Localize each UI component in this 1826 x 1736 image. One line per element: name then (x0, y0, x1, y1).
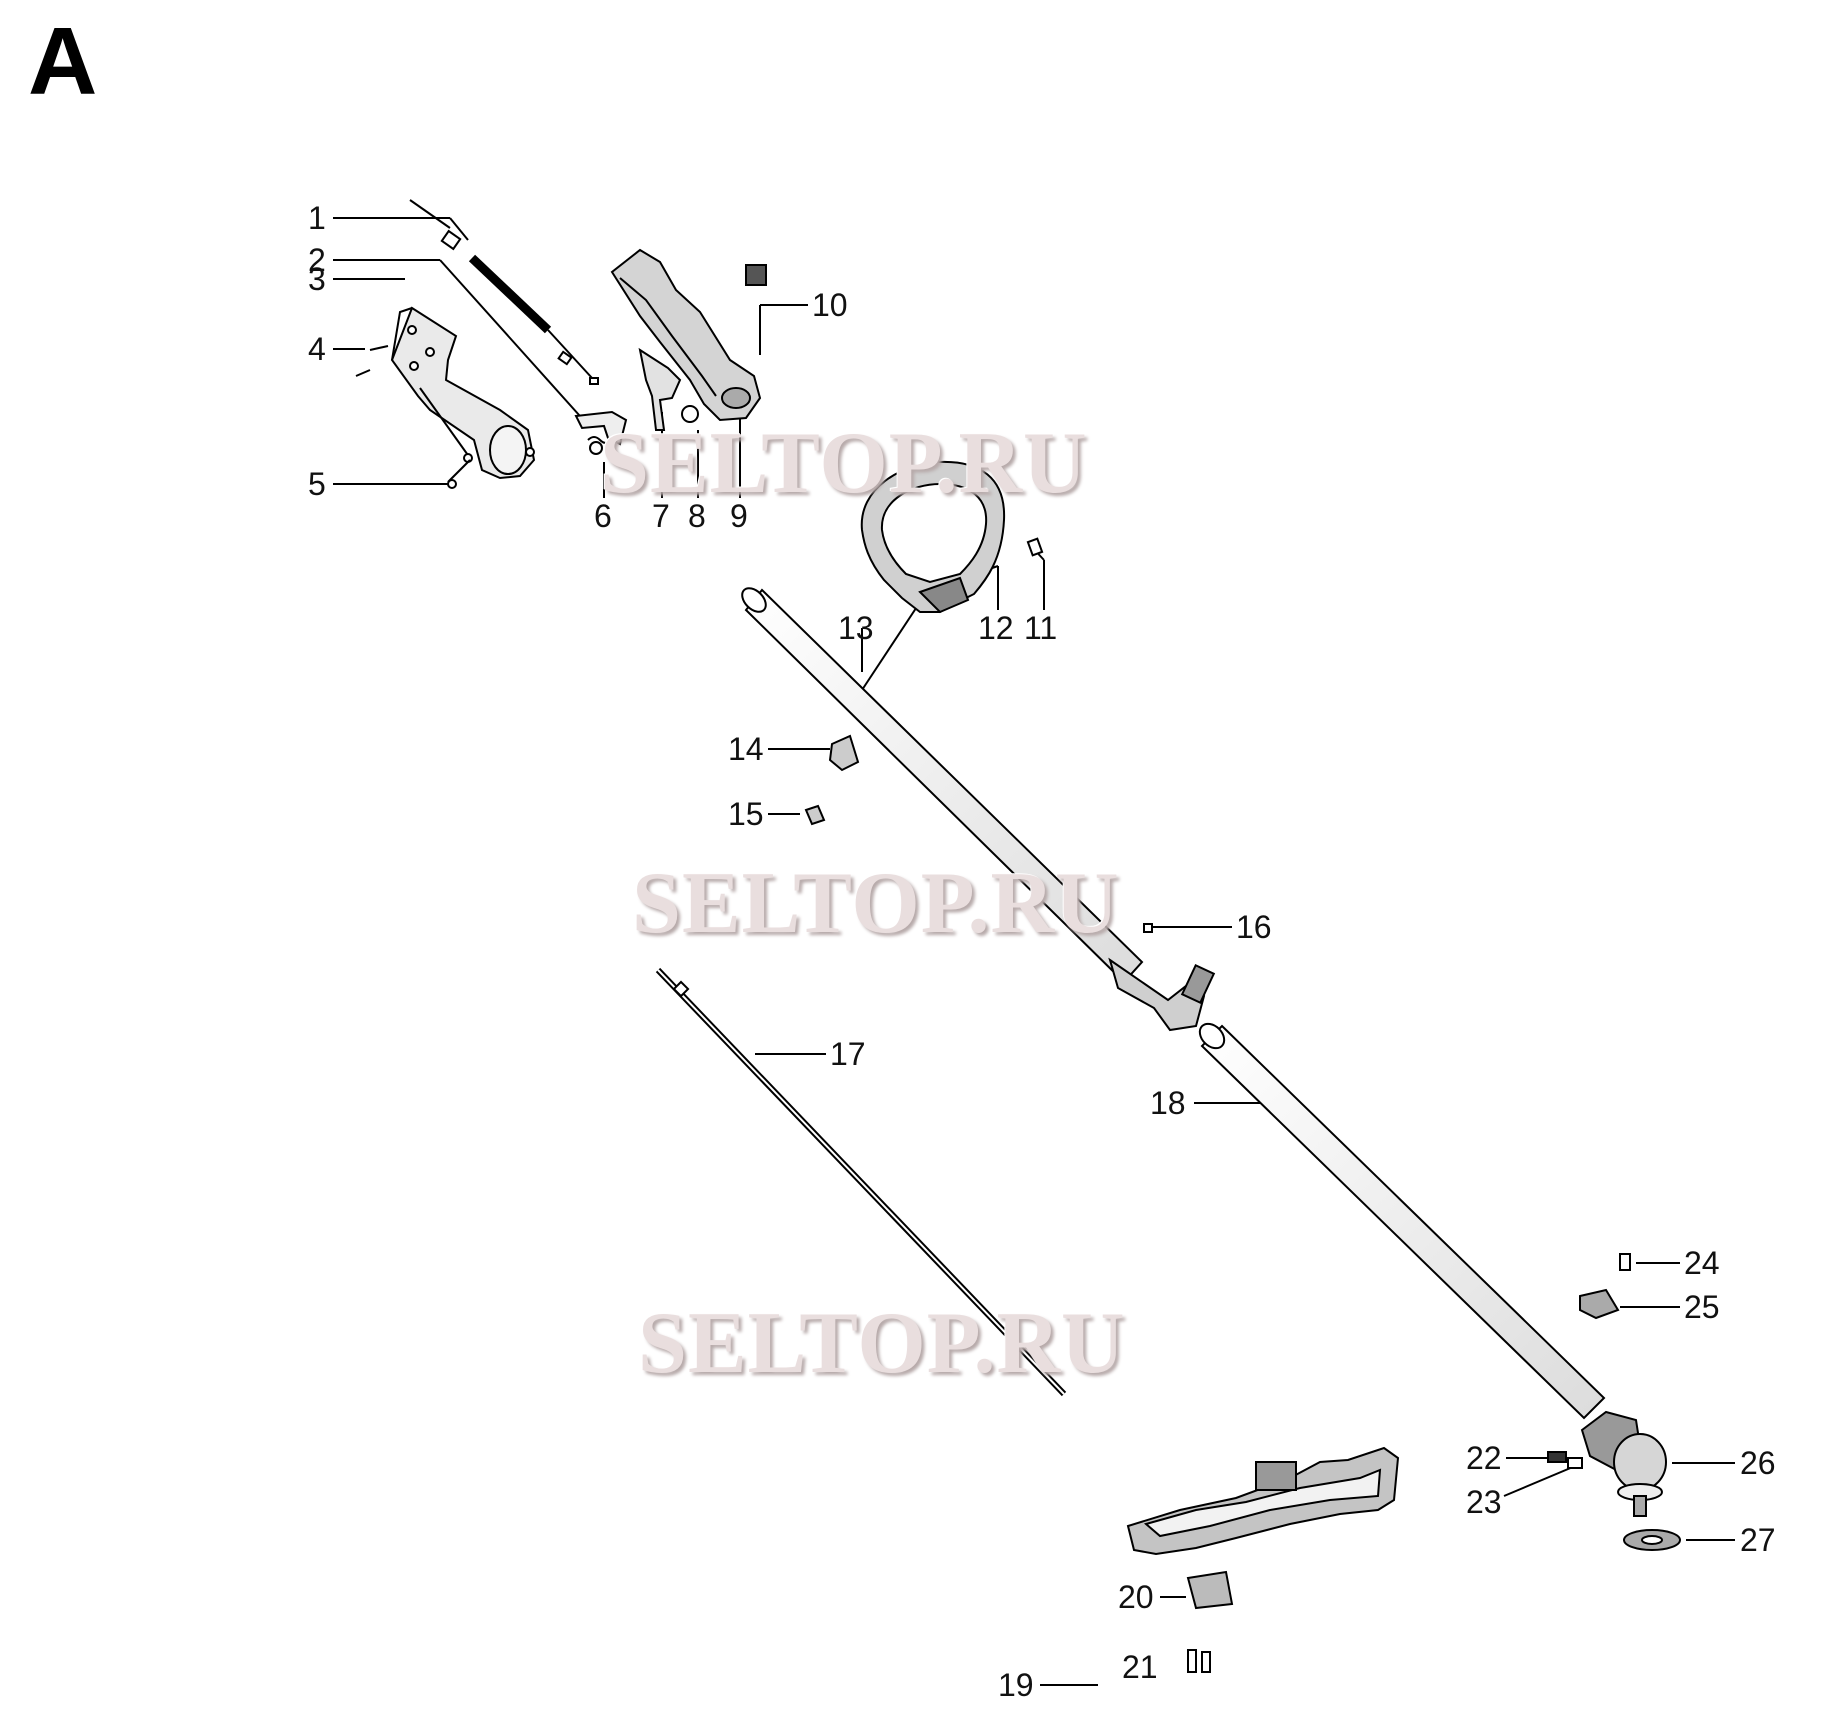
callout-23: 23 (1466, 1484, 1502, 1520)
callout-26: 26 (1740, 1445, 1776, 1481)
section-letter: A (28, 8, 98, 115)
callout-22: 22 (1466, 1440, 1502, 1476)
screw-11 (1026, 537, 1044, 557)
callout-21: 21 (1122, 1649, 1158, 1685)
callout-25: 25 (1684, 1289, 1720, 1325)
callout-6: 6 (594, 498, 612, 534)
callout-1: 1 (308, 200, 326, 236)
gear-head (1580, 1410, 1667, 1517)
washer (1623, 1529, 1681, 1551)
callout-5: 5 (308, 466, 326, 502)
throttle-trigger (574, 410, 628, 446)
callout-24: 24 (1684, 1245, 1720, 1281)
stop-switch (745, 264, 767, 286)
watermark: SELTOP.RU (632, 855, 1120, 952)
spring-6 (587, 436, 613, 455)
callout-14: 14 (728, 731, 764, 767)
drive-shaft (655, 967, 1067, 1397)
callout-10: 10 (812, 287, 848, 323)
rear-handle-housing (390, 306, 536, 480)
callout-16: 16 (1236, 909, 1272, 945)
callout-11: 11 (1024, 610, 1058, 646)
callout-27: 27 (1740, 1522, 1776, 1558)
callout-4: 4 (308, 331, 326, 367)
loop-handle (860, 460, 1006, 614)
callout-3: 3 (308, 261, 326, 297)
guard-screws (1187, 1649, 1211, 1673)
callout-8: 8 (688, 498, 706, 534)
lockout-lever (638, 347, 699, 431)
callout-13: 13 (838, 610, 874, 646)
callout-12: 12 (978, 610, 1014, 646)
watermark: SELTOP.RU (600, 415, 1088, 512)
throttle-cable (409, 199, 599, 385)
callout-2: 2 (308, 242, 326, 278)
clamp-14 (828, 734, 860, 772)
watermark: SELTOP.RU (638, 1295, 1126, 1392)
callout-15: 15 (728, 796, 764, 832)
guard-bracket (1186, 1570, 1234, 1610)
small-fasteners (1547, 1253, 1631, 1469)
screws-4-5 (355, 345, 473, 489)
coupling-assembly (1108, 923, 1216, 1032)
callout-19: 19 (998, 1667, 1034, 1703)
leader-lines (333, 217, 1735, 1686)
callout-9: 9 (730, 498, 748, 534)
lower-shaft-tube (1198, 1022, 1606, 1420)
trimmer-guard (1126, 1446, 1400, 1556)
callout-7: 7 (652, 498, 670, 534)
callout-18: 18 (1150, 1085, 1186, 1121)
grip-handle (610, 248, 762, 422)
clamp-15 (804, 804, 826, 826)
callout-17: 17 (830, 1036, 866, 1072)
callout-20: 20 (1118, 1579, 1154, 1615)
